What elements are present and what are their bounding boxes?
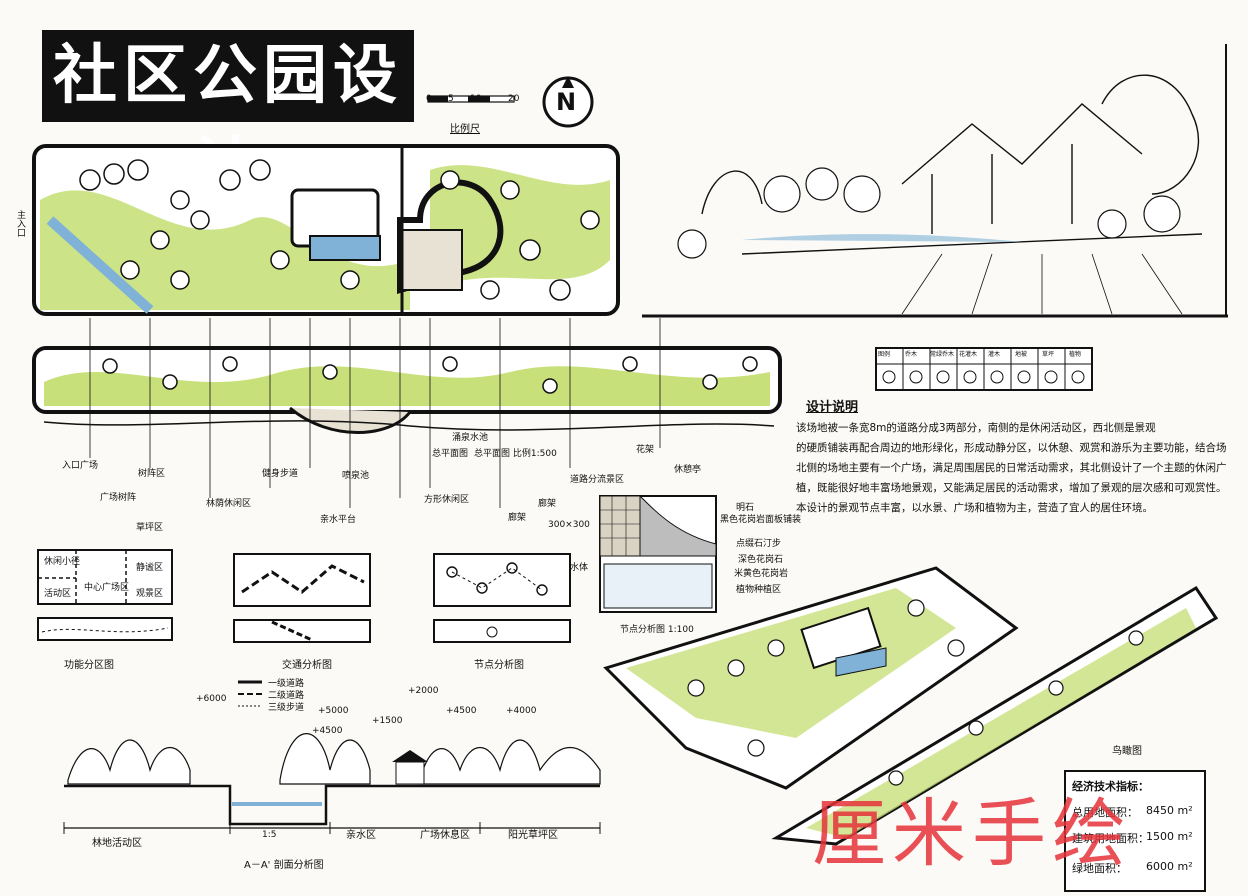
elev-4: +1500 [372, 716, 403, 726]
road-legend-icons [238, 680, 262, 707]
design-notes-title: 设计说明 [806, 400, 859, 415]
tech-index-title: 经济技术指标： [1072, 780, 1149, 793]
legend-h4: 灌木 [988, 351, 1001, 358]
plan-label-lawn: 草坪区 [136, 523, 164, 533]
zone-label-central: 中心广场区 [84, 583, 130, 593]
plan-leader-lines [89, 318, 661, 508]
elev-3: +5000 [318, 706, 349, 716]
zone-label-path: 休闲小径 [44, 557, 81, 567]
tech-index-box: 经济技术指标： 总用地面积： 8450 m² 建筑用地面积： 1500 m² 绿… [1064, 770, 1206, 892]
design-notes-line-2: 的硬质铺装再配合周边的地形绿化，形成动静分区，以休憩、观赏和游乐为主要功能，结合… [796, 442, 1226, 454]
function-zone-diagram [37, 549, 173, 641]
tech-row-1-label: 总用地面积： [1072, 806, 1138, 819]
plan-label-water-platform: 亲水平台 [320, 515, 357, 525]
road-legend-2: 二级道路 [268, 691, 305, 701]
material-caption: 节点分析图 1:100 [620, 625, 694, 635]
master-plan-south [32, 346, 782, 434]
plan-label-square-leisure: 方形休闲区 [424, 495, 470, 505]
sheet-title: 社区公园设计 [53, 39, 403, 205]
legend-h6: 草坪 [1042, 351, 1055, 358]
function-caption: 功能分区图 [64, 660, 114, 671]
section-caption: A－A' 剖面分析图 [244, 860, 324, 871]
tech-row-3-label: 绿地面积： [1072, 862, 1127, 875]
road-legend-3: 三级步道 [268, 703, 305, 713]
north-letter: N [556, 88, 577, 116]
design-notes-line-4: 植，既能很好地丰富场地景观，又能满足居民的活动需求，增加了景观的层次感和可观赏性… [796, 482, 1226, 494]
tech-row-2-value: 1500 m² [1146, 830, 1193, 843]
paving-label: 廊架 [538, 499, 557, 509]
elev-7: +4500 [312, 726, 343, 736]
plan-label-pergola: 花架 [636, 445, 655, 455]
legend-h1: 乔木 [905, 351, 918, 358]
traffic-diagram [233, 553, 371, 643]
plan-caption-left: 总平面图 [432, 449, 469, 459]
legend-h2: 常绿乔木 [930, 351, 955, 358]
tech-row-1-value: 8450 m² [1146, 804, 1193, 817]
legend-h5: 地被 [1015, 351, 1028, 358]
scale-tick-10: 10 [470, 94, 482, 104]
plan-label-plaza-tree: 广场树阵 [100, 493, 137, 503]
plan-label-spring-pool: 涌泉水池 [452, 433, 489, 443]
scale-tick-5: 5 [448, 94, 454, 104]
section-zone-plaza: 广场休息区 [420, 830, 470, 841]
material-label-stone: 明石 [736, 503, 755, 513]
zone-label-activity: 活动区 [44, 589, 72, 599]
title-band: 社区公园设计 [42, 30, 414, 205]
legend-h0: 图例 [878, 351, 891, 358]
plan-label-tree-array: 树阵区 [138, 469, 166, 479]
plan-label-fitness-path: 健身步道 [262, 469, 299, 479]
material-label-black-granite: 黑色花岗岩面板铺装 [720, 515, 802, 525]
master-plan-north [32, 144, 620, 316]
plan-label-entrance: 入口广场 [62, 461, 99, 471]
north-arrow-icon [542, 76, 594, 128]
plan-label-pavilion: 休憩亭 [674, 465, 702, 475]
paving-size: 300×300 [548, 520, 590, 530]
material-label-planting: 植物种植区 [736, 585, 782, 595]
watermark: 厘米手绘 [812, 791, 1132, 877]
section-zone-water: 亲水区 [346, 830, 376, 841]
elev-6: +4000 [506, 706, 537, 716]
node-diagram [433, 553, 571, 643]
traffic-caption: 交通分析图 [282, 660, 332, 671]
plan-label-road-divide: 道路分流景区 [570, 475, 625, 485]
section-slope: 1:5 [262, 830, 277, 840]
main-entrance-mark: 主入口 [15, 210, 25, 237]
design-notes-line-3: 北侧的场地主要有一个广场，满足周围居民的日常活动需求，其北侧设计了一个主题的休闲… [796, 462, 1226, 474]
tech-row-2-label: 建筑用地面积： [1072, 832, 1149, 845]
plan-label-shade-leisure: 林荫休闲区 [206, 499, 252, 509]
perspective-view [642, 44, 1228, 318]
elev-1: +6000 [196, 694, 227, 704]
legend-h3: 花灌木 [959, 351, 978, 358]
plant-legend-table [875, 347, 1093, 391]
scale-bar [427, 95, 515, 103]
scale-caption: 比例尺 [450, 124, 480, 135]
section-drawing [63, 733, 601, 834]
zone-label-view: 观景区 [136, 589, 164, 599]
elev-2: +2000 [408, 686, 439, 696]
scale-tick-0: 0 [426, 94, 432, 104]
birdseye-caption: 鸟瞰图 [1112, 746, 1142, 757]
road-legend-1: 一级道路 [268, 679, 305, 689]
legend-h7: 植物 [1069, 351, 1082, 358]
section-zone-forest: 林地活动区 [92, 838, 142, 849]
node-detail-drawing [599, 494, 717, 613]
design-notes-line-5: 本设计的景观节点丰富，以水景、广场和植物为主，营造了宜人的居住环境。 [796, 502, 1153, 514]
birdseye-view [603, 566, 1219, 846]
plan-caption: 总平面图 比例1:500 [474, 449, 557, 459]
material-label-beige-granite: 米黄色花岗岩 [734, 569, 789, 579]
node-caption: 节点分析图 [474, 660, 524, 671]
section-zone-lawn: 阳光草坪区 [508, 830, 558, 841]
plan-label-gallery: 廊架 [508, 513, 527, 523]
material-label-water: 水体 [570, 563, 589, 573]
tech-row-3-value: 6000 m² [1146, 860, 1193, 873]
design-notes-line-1: 该场地被一条宽8m的道路分成3两部分，南侧的是休闲活动区，西北侧是景观 [796, 422, 1156, 434]
material-label-stepping: 点缀石汀步 [736, 539, 782, 549]
material-label-dark-granite: 深色花岗石 [738, 555, 784, 565]
plan-label-fountain: 喷泉池 [342, 471, 370, 481]
elev-5: +4500 [446, 706, 477, 716]
scale-tick-20: 20 [508, 94, 520, 104]
zone-label-quiet: 静谧区 [136, 563, 164, 573]
